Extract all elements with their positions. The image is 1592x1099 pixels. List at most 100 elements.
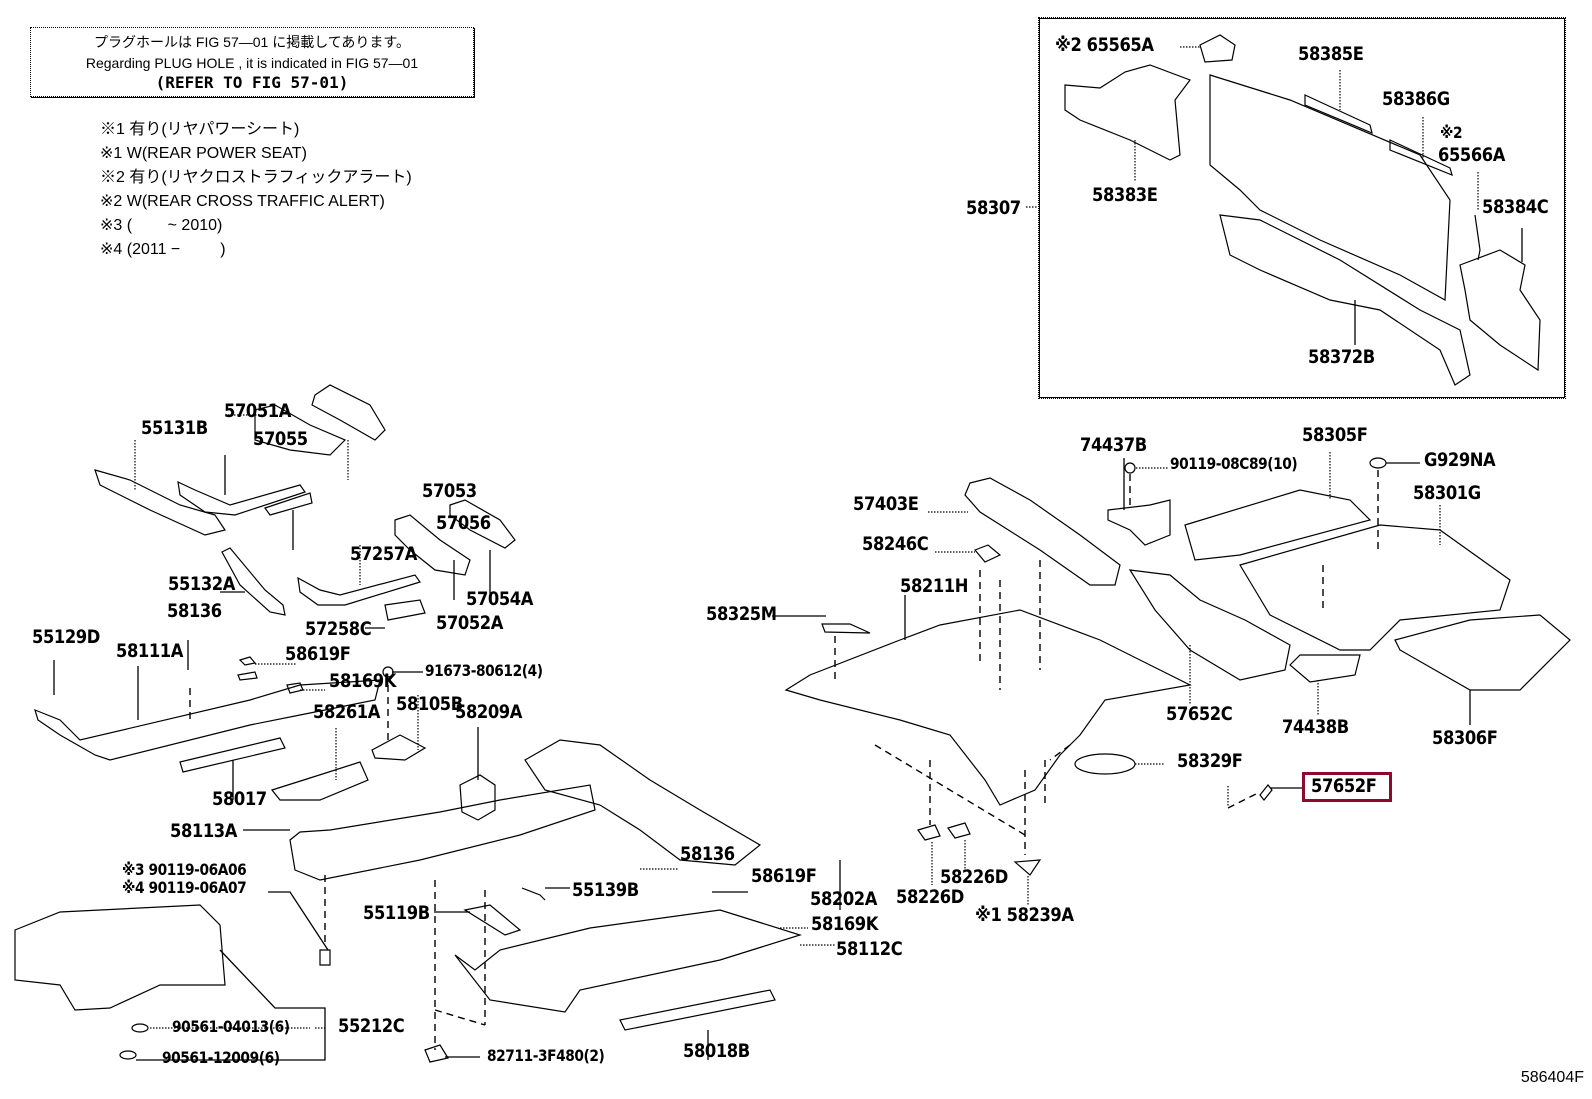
label-58017[interactable]: 58017 (212, 788, 267, 810)
part-57652F-bolt-shape[interactable] (1259, 784, 1273, 801)
part-57056-shape[interactable] (297, 574, 421, 606)
part-58307-panel-shape[interactable] (1209, 74, 1451, 301)
label-90561-12009[interactable]: 90561-12009(6) (162, 1048, 280, 1067)
label-90119-08C89[interactable]: 90119-08C89(10) (1170, 454, 1298, 473)
label-58169K-upper[interactable]: 58169K (329, 670, 396, 692)
label-58619F-upper[interactable]: 58619F (285, 643, 351, 665)
label-82711-3F480[interactable]: 82711-3F480(2) (487, 1046, 605, 1065)
part-58111A-shape[interactable] (34, 679, 381, 761)
label-55129D[interactable]: 55129D (32, 626, 100, 648)
part-57051A-shape[interactable] (254, 404, 347, 456)
label-58372B[interactable]: 58372B (1308, 346, 1375, 368)
label-58329F[interactable]: 58329F (1177, 750, 1243, 772)
part-58209A-shape[interactable] (459, 774, 496, 821)
label-58211H[interactable]: 58211H (900, 575, 968, 597)
label-74437B[interactable]: 74437B (1080, 434, 1147, 456)
label-58136-lower[interactable]: 58136 (680, 843, 735, 865)
part-74438B-shape[interactable] (1289, 654, 1361, 683)
label-58239A[interactable]: ※1 58239A (975, 904, 1074, 926)
label-58301G[interactable]: 58301G (1413, 482, 1481, 504)
part-55119B-shape[interactable] (463, 904, 522, 936)
label-90561-04013[interactable]: 90561-04013(6) (172, 1017, 290, 1036)
label-57053[interactable]: 57053 (422, 480, 477, 502)
part-58017-shape[interactable] (179, 737, 286, 773)
part-55131B-shape[interactable] (94, 469, 226, 536)
label-57052A[interactable]: 57052A (436, 612, 503, 634)
label-58105B[interactable]: 58105B (396, 693, 463, 715)
label-58386G[interactable]: 58386G (1382, 88, 1450, 110)
part-74437B-shape[interactable] (1107, 499, 1171, 546)
label-58113A[interactable]: 58113A (170, 820, 237, 842)
part-58619F-shape[interactable] (238, 656, 257, 666)
label-58305F[interactable]: 58305F (1302, 424, 1368, 446)
part-58386G-shape[interactable] (1389, 139, 1453, 177)
label-55212C[interactable]: 55212C (338, 1015, 405, 1037)
part-55212C-shape[interactable] (14, 904, 226, 1011)
part-57403E-shape[interactable] (964, 477, 1121, 586)
label-58385E[interactable]: 58385E (1298, 43, 1364, 65)
part-58226D-a-shape[interactable] (917, 824, 941, 841)
part-58226D-b-shape[interactable] (947, 822, 971, 839)
part-57258C-shape[interactable] (384, 599, 426, 621)
part-58136-clip-shape[interactable] (237, 671, 258, 681)
part-90119-08C89-bolt-shape[interactable] (1124, 462, 1136, 474)
label-58325M[interactable]: 58325M (706, 603, 777, 625)
label-65565A[interactable]: ※2 65565A (1055, 34, 1154, 56)
part-57052A-shape[interactable] (394, 514, 471, 576)
part-58113A-shape[interactable] (289, 784, 596, 881)
label-58246C[interactable]: 58246C (862, 533, 929, 555)
label-55119B[interactable]: 55119B (363, 902, 430, 924)
label-58226D-right[interactable]: 58226D (940, 866, 1008, 888)
label-58169K-lower[interactable]: 58169K (811, 913, 878, 935)
label-57652F[interactable]: 57652F (1311, 775, 1377, 797)
part-58246C-shape[interactable] (974, 544, 1002, 563)
label-55132A[interactable]: 55132A (168, 573, 235, 595)
part-58301G-shape[interactable] (1239, 524, 1511, 651)
part-58112C-shape[interactable] (454, 909, 803, 1013)
label-G929NA[interactable]: G929NA (1424, 449, 1496, 471)
part-57652C-shape[interactable] (1128, 569, 1291, 681)
label-57257A[interactable]: 57257A (350, 543, 417, 565)
part-65565A-shape[interactable] (1199, 34, 1236, 63)
part-90119-bolt-shape[interactable] (319, 949, 331, 966)
label-90119-06A07[interactable]: ※4 90119-06A07 (122, 878, 247, 897)
part-58239A-shape[interactable] (1013, 859, 1042, 876)
part-55132A-shape[interactable] (221, 547, 286, 616)
part-90561-04013-clip-shape[interactable] (131, 1023, 149, 1033)
label-55131B[interactable]: 55131B (141, 417, 208, 439)
label-57403E[interactable]: 57403E (853, 493, 919, 515)
part-58211H-shape[interactable] (784, 609, 1192, 806)
label-58226D-left[interactable]: 58226D (896, 886, 964, 908)
label-58202A[interactable]: 58202A (810, 888, 877, 910)
part-55139B-shape[interactable] (521, 887, 546, 901)
part-58325M-shape[interactable] (821, 623, 871, 634)
part-57053-shape[interactable] (311, 384, 386, 441)
label-57652C[interactable]: 57652C (1166, 703, 1233, 725)
label-57051A[interactable]: 57051A (224, 400, 291, 422)
label-91673-80612[interactable]: 91673-80612(4) (425, 661, 543, 680)
part-58018B-shape[interactable] (619, 989, 776, 1031)
part-58202A-shape[interactable] (524, 739, 762, 866)
part-57055-shape[interactable] (177, 480, 306, 516)
label-58111A[interactable]: 58111A (116, 640, 183, 662)
part-57054A-shape[interactable] (449, 499, 516, 549)
part-58105B-shape[interactable] (371, 734, 427, 761)
part-58383E-shape[interactable] (1064, 64, 1191, 161)
label-57258C[interactable]: 57258C (305, 618, 372, 640)
label-58383E[interactable]: 58383E (1092, 184, 1158, 206)
label-58261A[interactable]: 58261A (313, 701, 380, 723)
label-57056[interactable]: 57056 (436, 512, 491, 534)
label-58136-upper[interactable]: 58136 (167, 600, 222, 622)
part-82711-clip-shape[interactable] (424, 1044, 449, 1063)
label-58619F-lower[interactable]: 58619F (751, 865, 817, 887)
label-57054A[interactable]: 57054A (466, 588, 533, 610)
label-55139B[interactable]: 55139B (572, 879, 639, 901)
part-58306F-shape[interactable] (1394, 614, 1571, 691)
part-58385E-shape[interactable] (1304, 94, 1373, 135)
part-58384C-shape[interactable] (1459, 249, 1541, 372)
label-58306F[interactable]: 58306F (1432, 727, 1498, 749)
label-58384C[interactable]: 58384C (1482, 196, 1549, 218)
part-65566A-shape[interactable] (1474, 214, 1481, 261)
part-58305F-shape[interactable] (1184, 489, 1372, 561)
part-58261A-shape[interactable] (270, 761, 369, 801)
